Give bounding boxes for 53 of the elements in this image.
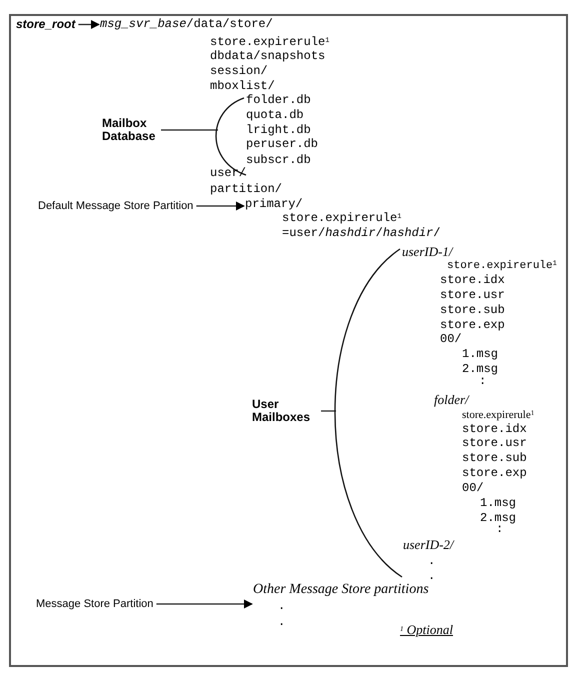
file-name: store.expirerule$^{1}$ — [210, 35, 330, 49]
file-name: folder/ — [434, 392, 469, 407]
file-name: . — [428, 554, 436, 568]
node-label: Mailbox Database — [102, 117, 156, 143]
directory-path: primary/ — [245, 197, 303, 212]
node-label: store_root — [16, 17, 76, 32]
file-name: store.expirerule$^{1}$ — [447, 259, 557, 273]
file-name: store.usr — [440, 288, 505, 302]
arrow — [156, 600, 253, 608]
file-name: : — [496, 522, 504, 536]
leader-line — [321, 410, 336, 412]
file-name: 1.msg — [462, 347, 498, 361]
file-name: store.usr — [462, 436, 527, 450]
node-label: User Mailboxes — [252, 398, 312, 424]
file-name: store.sub — [462, 451, 527, 465]
file-name: partition/ — [210, 182, 282, 196]
file-name: : — [479, 374, 486, 388]
file-name: mboxlist/ — [210, 79, 275, 93]
file-name: 00/ — [440, 332, 462, 346]
leader-line — [161, 129, 218, 131]
file-name: userID-1/ — [402, 244, 453, 259]
file-name: store.exp — [440, 318, 505, 332]
file-name: subscr.db — [246, 153, 311, 167]
file-name: store.sub — [440, 303, 505, 317]
arrow — [78, 20, 100, 29]
node-label: Default Message Store Partition — [38, 199, 194, 213]
file-name: peruser.db — [246, 137, 318, 151]
file-name: 2.msg — [480, 511, 516, 525]
file-name: . — [278, 599, 286, 613]
file-name: 2.msg — [462, 362, 498, 376]
file-name: quota.db — [246, 108, 304, 122]
file-name: store.expirerule$^{1}$ — [282, 211, 402, 225]
file-name: userID-2/ — [403, 537, 454, 552]
file-name: store.exp — [462, 466, 527, 480]
footnote: $^{1}$ Optional — [400, 622, 453, 637]
file-name: 00/ — [462, 481, 484, 495]
file-name: user/ — [210, 166, 246, 180]
file-name: . — [428, 569, 436, 583]
file-name: . — [278, 615, 286, 629]
node-label: Message Store Partition — [36, 597, 154, 611]
node-label: Other Message Store partitions — [253, 582, 429, 598]
file-name: =user/hashdir/hashdir/ — [282, 226, 440, 240]
curly-bracket — [334, 248, 404, 578]
arrow — [196, 202, 245, 210]
file-name: session/ — [210, 64, 268, 78]
file-name: folder.db — [246, 93, 311, 107]
file-name: lright.db — [246, 123, 311, 137]
file-name: 1.msg — [480, 496, 516, 510]
file-name: store.expirerule$^{1}$ — [462, 408, 534, 422]
directory-path: msg_svr_base/data/store/ — [100, 17, 273, 32]
file-name: dbdata/snapshots — [210, 49, 326, 63]
file-name: store.idx — [440, 273, 505, 287]
file-name: store.idx — [462, 422, 527, 436]
